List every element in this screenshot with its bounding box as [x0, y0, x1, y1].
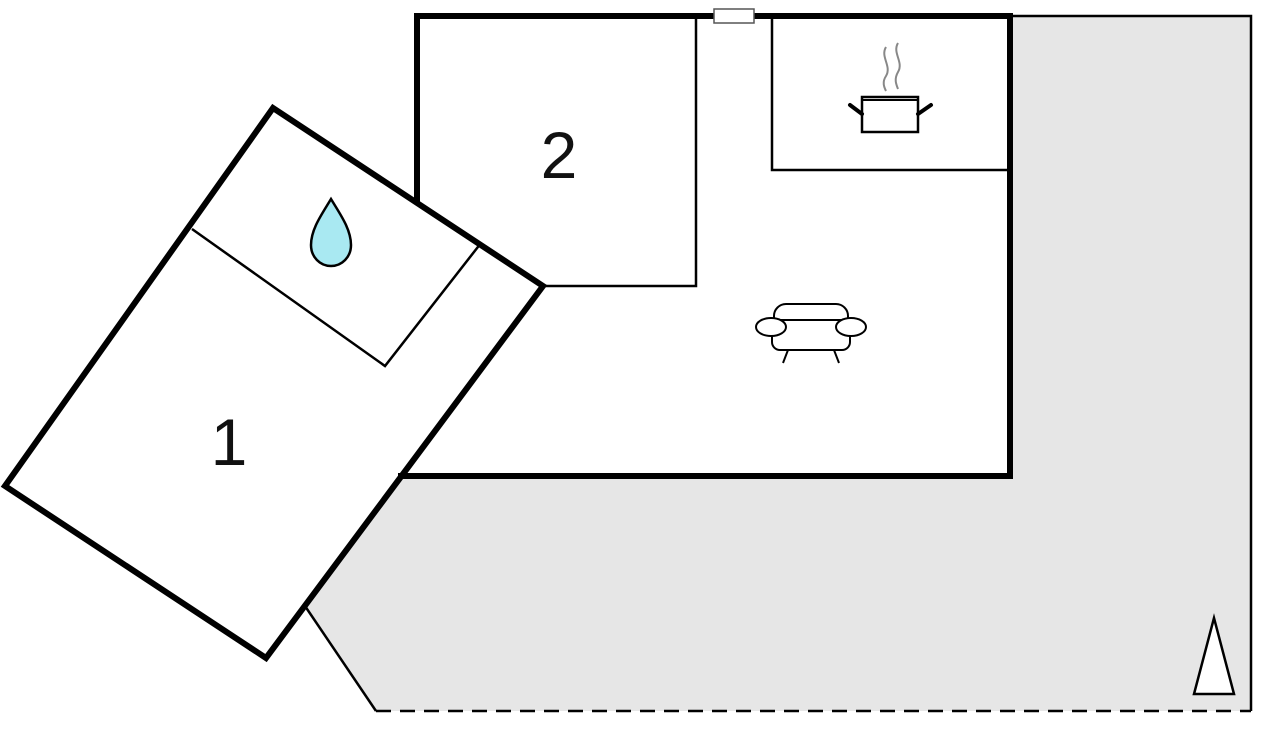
room-2-label: 2: [541, 118, 578, 192]
bedroom-1-inner-edge: [403, 285, 545, 475]
window: [713, 8, 755, 24]
bedroom-2-wall: [543, 16, 698, 288]
terrace-edge-diagonal: [303, 605, 378, 712]
bathroom-wall: [191, 227, 482, 368]
main-house-wall: [398, 13, 1013, 479]
armchair-icon: [755, 303, 867, 364]
kitchen-wall: [770, 16, 1008, 172]
room-1-label: 1: [211, 405, 248, 479]
terrace-outline: [1010, 14, 1253, 711]
bedroom-1-block: [0, 103, 548, 663]
main-house-floor: [398, 16, 1010, 476]
water-drop-icon: [309, 196, 353, 268]
terrace-area: [305, 16, 1251, 711]
cooking-pot-icon: [848, 42, 933, 134]
north-arrow-icon: [1192, 613, 1236, 696]
